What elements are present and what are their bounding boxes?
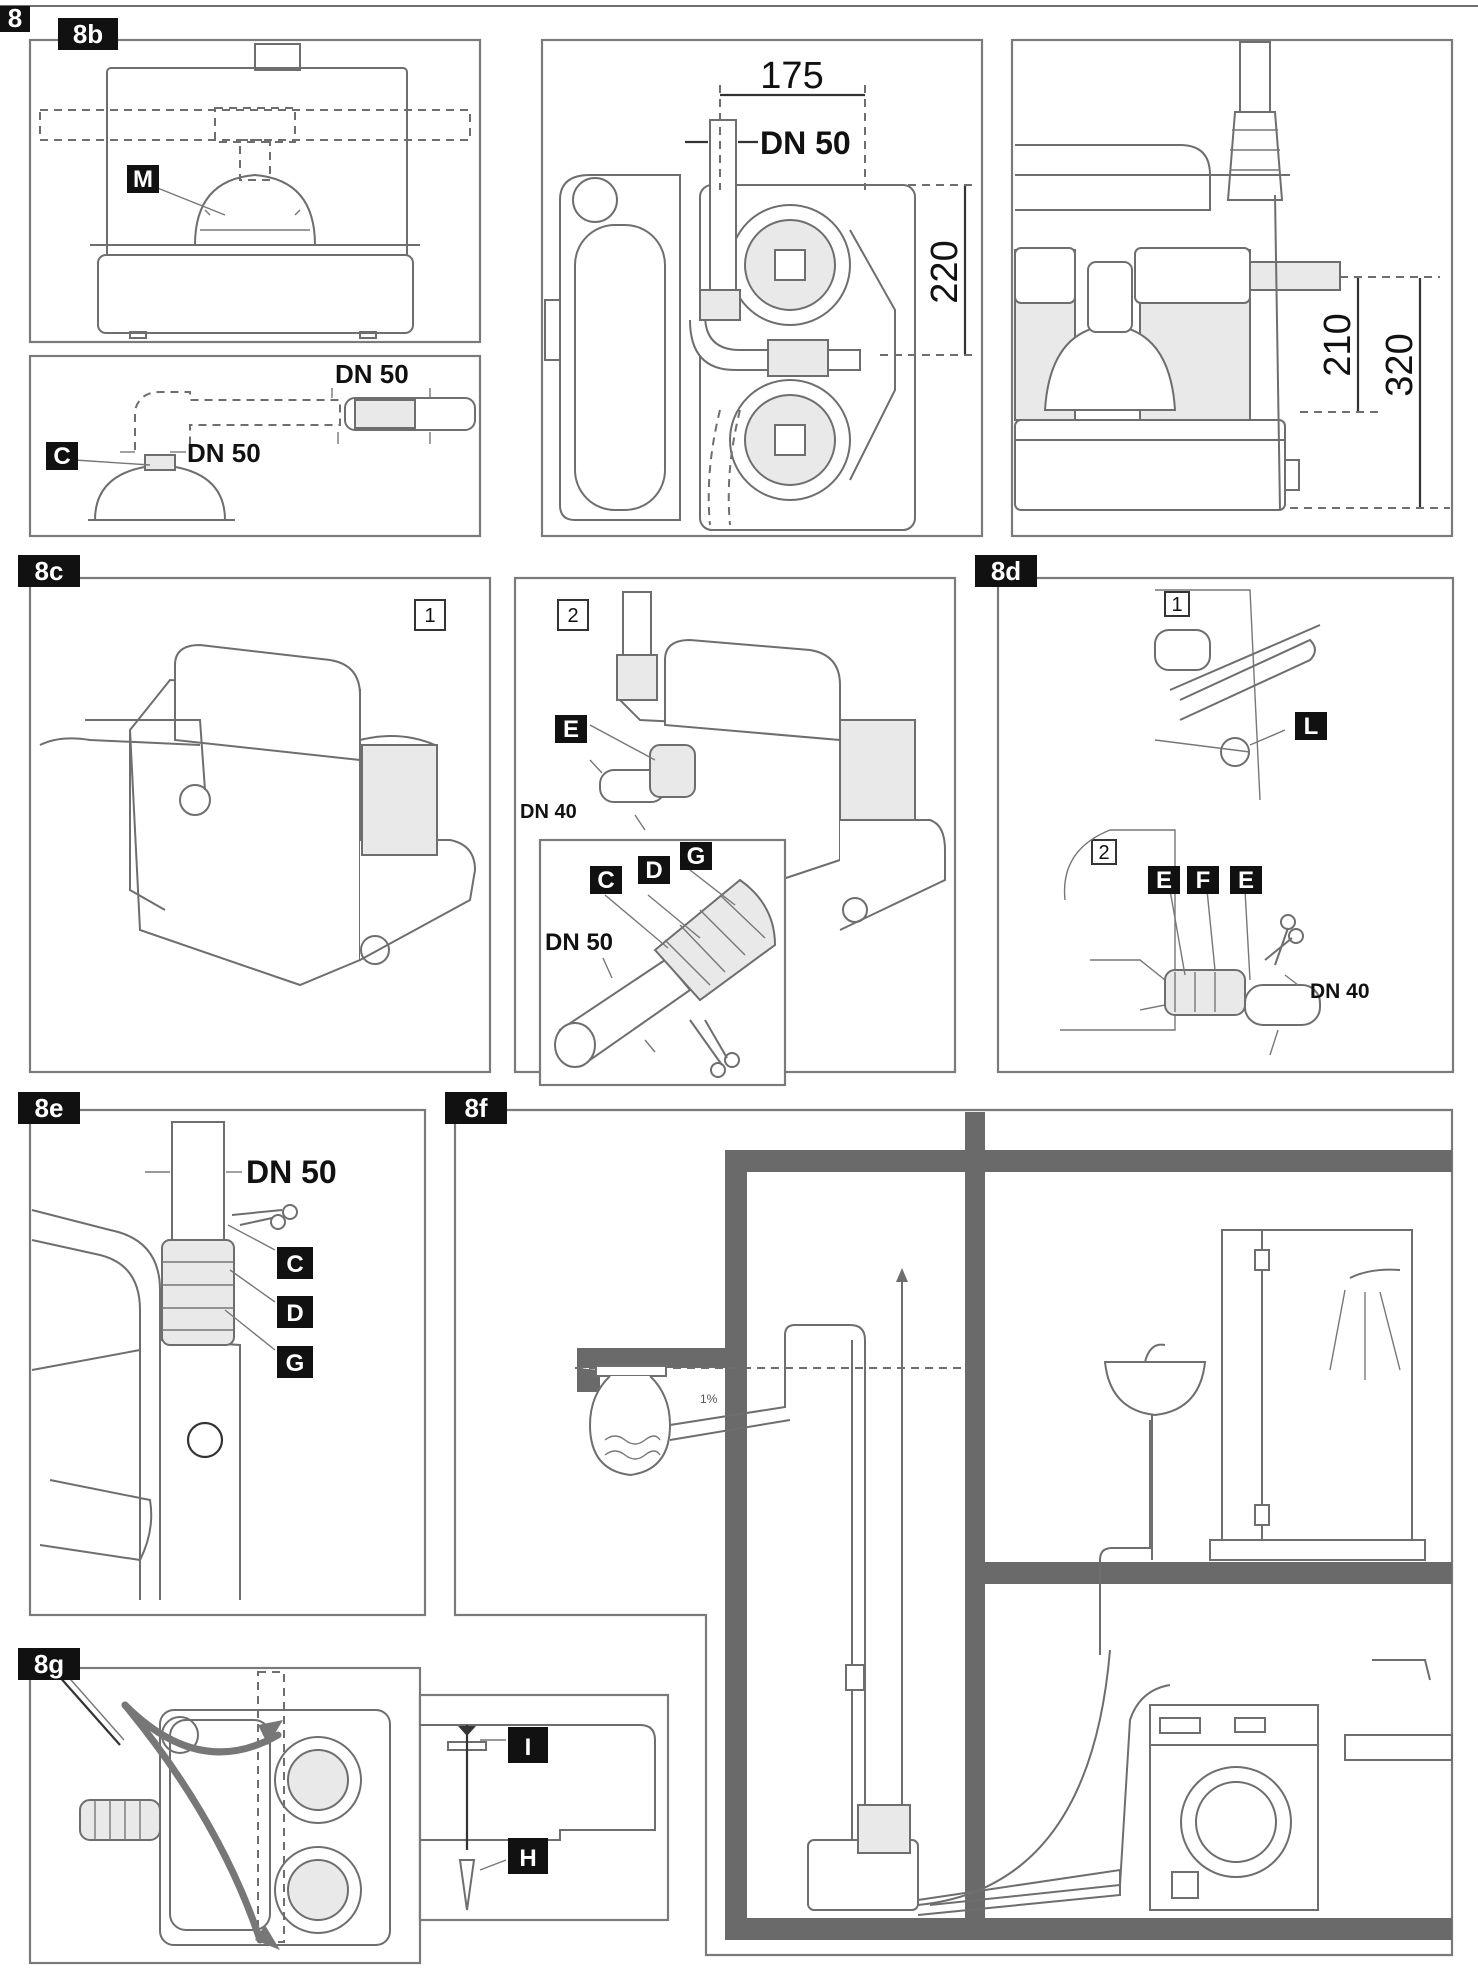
dn50-label-8c-detail: DN 50 (545, 929, 613, 956)
ceiling-slab (725, 1150, 1452, 1172)
svg-text:G: G (687, 843, 706, 870)
part-tag-G-8c: G (680, 842, 712, 870)
marking-arrow-lower (121, 1701, 264, 1944)
svg-text:C: C (597, 867, 614, 894)
svg-text:E: E (1156, 867, 1172, 894)
center-wall (965, 1112, 985, 1940)
dn50-label-top-view: DN 50 (760, 125, 851, 161)
figure-8c-step-1-panel: 1 (28, 576, 492, 1074)
dimension-220: 220 (924, 240, 966, 303)
scissors-icon (1264, 914, 1304, 966)
figure-8c-step-2-panel: 2 E DN 40 DN 50 (513, 576, 957, 1087)
slope-label: 1% (700, 1392, 718, 1406)
part-tag-C-8c: C (590, 866, 622, 894)
dimension-320: 320 (1379, 333, 1421, 396)
svg-text:E: E (1238, 867, 1254, 894)
svg-text:D: D (645, 857, 662, 884)
part-tag-I: I (508, 1727, 548, 1763)
svg-text:8b: 8b (73, 19, 103, 49)
figure-8d-label: 8d (975, 555, 1037, 587)
dimension-210: 210 (1317, 313, 1359, 376)
dn50-label-8e: DN 50 (246, 1154, 337, 1190)
svg-text:E: E (563, 716, 579, 743)
side-view-dimension-panel: 210 320 (1010, 38, 1454, 538)
dn40-label-8d: DN 40 (1310, 980, 1370, 1003)
part-tag-D-8e: D (277, 1296, 313, 1328)
figure-8g-panel (28, 1666, 422, 1965)
svg-text:F: F (1196, 867, 1211, 894)
svg-text:L: L (1304, 713, 1319, 740)
figure-8b-top-panel: M (28, 38, 482, 344)
dn40-label-8c: DN 40 (520, 801, 577, 823)
scissors-icon (231, 1204, 298, 1230)
svg-text:2: 2 (1098, 842, 1109, 864)
part-tag-H: H (508, 1838, 548, 1874)
figure-8e-panel: DN 50 C D G (28, 1108, 427, 1617)
upper-floor-slab (985, 1562, 1452, 1584)
svg-text:8c: 8c (35, 556, 64, 586)
part-tag-E-8d-left: E (1148, 866, 1180, 894)
svg-text:8g: 8g (34, 1649, 64, 1679)
part-tag-G-8e: G (277, 1346, 313, 1378)
part-tag-E-8c: E (555, 715, 587, 743)
svg-text:8e: 8e (35, 1093, 64, 1123)
part-tag-F: F (1187, 866, 1219, 894)
dn50-label-outlet: DN 50 (335, 359, 409, 389)
part-tag-M: M (127, 165, 159, 193)
svg-text:G: G (286, 1350, 305, 1377)
svg-text:1: 1 (1171, 594, 1182, 616)
figure-8f-panel: 1% (453, 1108, 1454, 1957)
figure-8e-label: 8e (18, 1092, 80, 1124)
svg-text:1: 1 (424, 605, 435, 627)
top-view-dimension-panel: 175 DN 50 220 (540, 38, 984, 538)
svg-text:H: H (519, 1845, 536, 1872)
svg-text:C: C (286, 1251, 303, 1278)
dn50-label-inlet: DN 50 (187, 438, 261, 468)
fixing-detail-panel: I H (418, 1693, 670, 1922)
figure-8c-label: 8c (18, 555, 80, 587)
figure-8b-bottom-panel: DN 50 DN 50 C (28, 354, 482, 538)
left-wall (725, 1150, 747, 1940)
part-tag-L: L (1295, 712, 1327, 740)
svg-text:C: C (53, 443, 70, 470)
figure-8d-panel: 1 L 2 E F E (996, 576, 1455, 1074)
pencil-icon (57, 1674, 121, 1746)
svg-text:M: M (133, 166, 153, 193)
part-tag-C-8e: C (277, 1247, 313, 1279)
svg-text:I: I (525, 1734, 532, 1761)
dimension-175: 175 (760, 55, 823, 97)
figure-8f-label: 8f (445, 1092, 507, 1124)
page-number-tag: 8 (0, 3, 30, 33)
part-tag-E-8d-right: E (1230, 866, 1262, 894)
marking-arrow-upper (121, 1701, 282, 1756)
svg-text:D: D (286, 1300, 303, 1327)
svg-text:8d: 8d (991, 556, 1021, 586)
svg-text:8f: 8f (464, 1093, 487, 1123)
floor-slab (725, 1918, 1452, 1940)
figure-8b-label: 8b (58, 18, 118, 50)
figure-8g-label: 8g (18, 1648, 80, 1680)
svg-text:2: 2 (567, 605, 578, 627)
page-number: 8 (8, 3, 22, 33)
part-tag-D-8c: D (638, 856, 670, 884)
part-tag-C: C (46, 442, 78, 470)
scissors-icon (689, 1019, 740, 1078)
